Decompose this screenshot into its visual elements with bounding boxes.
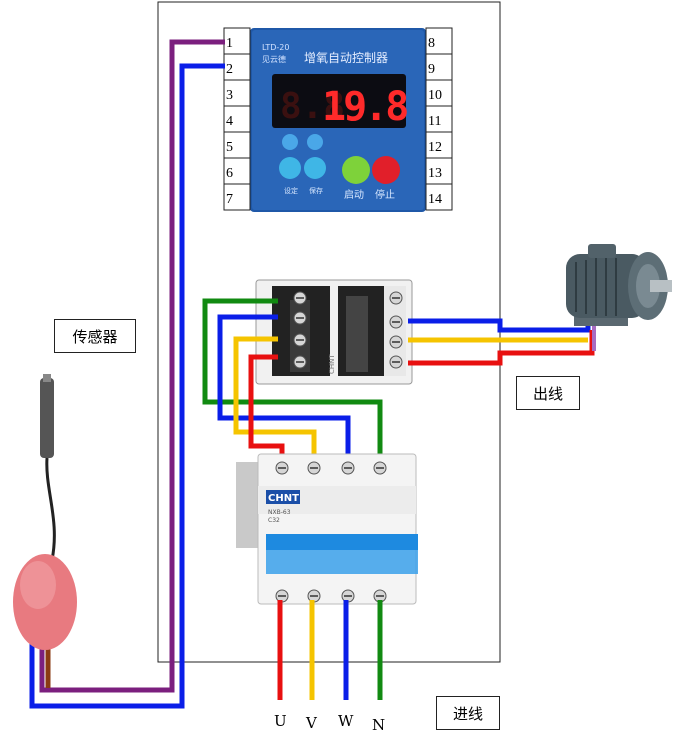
phase-u-label: U [274, 712, 287, 730]
sensor-wire-blue [29, 63, 225, 709]
controller-title: 增氧自动控制器 [304, 51, 388, 65]
controller-model: LTD-20 [262, 43, 289, 52]
float-sensor [13, 374, 77, 650]
contactor-brand: CHNT [328, 354, 336, 374]
breaker-rating: C32 [268, 517, 280, 524]
terminal-right-cell [425, 157, 453, 185]
wire-yellow-internal [233, 336, 317, 460]
phase-n-label: N [372, 716, 386, 734]
save-button-label: 保存 [309, 186, 323, 195]
terminal-right-number: 9 [428, 62, 435, 77]
breaker-brand: CHNT [268, 493, 299, 504]
terminal-left-number: 7 [226, 192, 233, 207]
outlet-wires [408, 318, 596, 366]
contactor: CHNT [255, 279, 413, 385]
terminal-right-number: 12 [428, 140, 442, 155]
terminal-right-number: 13 [428, 166, 442, 181]
terminal-right-number: 11 [428, 114, 441, 129]
terminal-strip-left: 1 2 3 4 5 6 7 [223, 27, 251, 211]
inlet-label: 进线 [436, 696, 500, 730]
phase-w-label: W [338, 712, 354, 730]
save-button[interactable] [304, 157, 326, 179]
terminal-left-cell [223, 53, 251, 81]
sensor-label: 传感器 [54, 319, 136, 353]
terminal-right-number: 10 [428, 88, 442, 103]
display-value: 19.8 [322, 84, 407, 130]
motor-base [574, 316, 628, 326]
terminal-right-number: 14 [428, 192, 442, 207]
motor-shaft [650, 280, 672, 292]
terminal-left-cell [223, 183, 251, 211]
wire-blue-out [408, 318, 591, 333]
circuit-breaker: CHNT NXB-63 C32 [236, 453, 418, 605]
decrease-button[interactable] [307, 134, 323, 150]
increase-button[interactable] [282, 134, 298, 150]
motor [566, 244, 672, 326]
wire-blue-internal [217, 314, 351, 460]
wire-green-internal [202, 298, 383, 460]
breaker-model: NXB-63 [268, 509, 291, 516]
breaker-toggle-bar[interactable] [266, 534, 418, 550]
stop-button[interactable] [372, 156, 400, 184]
incoming-wires [277, 600, 383, 700]
terminal-right-number: 8 [428, 36, 435, 51]
start-button[interactable] [342, 156, 370, 184]
outlet-label: 出线 [516, 376, 580, 410]
display-left-digits: 8.8 [280, 86, 345, 127]
set-button-label: 设定 [284, 186, 298, 195]
terminal-left-number: 4 [226, 114, 233, 129]
power-wires-internal [202, 298, 383, 460]
controller-display [272, 74, 406, 128]
wire-red-internal [248, 354, 285, 460]
terminal-right-cell [425, 53, 453, 81]
sensor-wire-purple [39, 39, 225, 693]
controller: LTD-20 见云德 增氧自动控制器 8.8 19.8 设定 保存 启动 停止 … [223, 27, 453, 212]
stop-button-label: 停止 [375, 188, 395, 201]
controller-brand: 见云德 [262, 54, 286, 64]
terminal-left-number: 2 [226, 62, 233, 77]
terminal-left-number: 1 [226, 36, 233, 51]
terminal-left-cell [223, 131, 251, 159]
terminal-left-cell [223, 157, 251, 185]
terminal-right-cell [425, 183, 453, 211]
terminal-strip-right: 8 9 10 11 12 13 14 [425, 27, 453, 211]
terminal-left-cell [223, 79, 251, 107]
breaker-body [257, 453, 417, 605]
start-button-label: 启动 [344, 188, 364, 201]
set-button[interactable] [279, 157, 301, 179]
terminal-left-number: 3 [226, 88, 233, 103]
phase-v-label: V [306, 714, 317, 732]
terminal-left-number: 6 [226, 166, 233, 181]
terminal-left-number: 5 [226, 140, 233, 155]
